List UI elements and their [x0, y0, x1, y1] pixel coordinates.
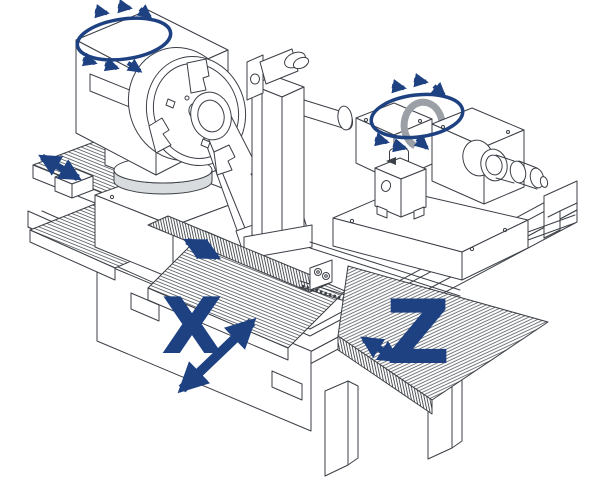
rotation-arrow [391, 79, 407, 94]
rotation-arrow [413, 134, 430, 150]
cabinet-vent-slot-2 [271, 370, 303, 401]
rotation-arrow [126, 58, 143, 73]
wheelhead-rotation-indicator [75, 0, 173, 73]
z-axis-arrow [360, 336, 401, 363]
machine-line-art [27, 9, 578, 477]
rotation-arrow [136, 4, 153, 19]
rotation-arrow [413, 73, 429, 88]
rotation-arrow [117, 0, 133, 14]
workpiece-bar [303, 99, 354, 131]
infeed-double-arrow [38, 153, 82, 182]
dressing-column [243, 48, 313, 260]
table-double-arrow [183, 237, 221, 261]
x-axis-label: X [163, 282, 221, 370]
x-axis-arrow [177, 317, 257, 394]
rotation-arrow [430, 81, 447, 97]
bench-leg-a [324, 380, 349, 477]
rotation-arrow [392, 138, 408, 153]
tailstock-unit [332, 98, 549, 281]
rotation-arrow [81, 52, 98, 67]
rotation-arrow [94, 4, 110, 19]
chuck-jaw-top [186, 58, 210, 94]
motion-annotations: X Z [38, 0, 465, 394]
z-axis-label: Z [387, 283, 449, 383]
workhead-rotation-indicator [369, 73, 465, 153]
rotation-arrow [103, 57, 120, 72]
chuck-jaw-right [213, 144, 236, 176]
rotation-arrow [374, 132, 390, 147]
chuck-jaw-left [148, 117, 172, 154]
